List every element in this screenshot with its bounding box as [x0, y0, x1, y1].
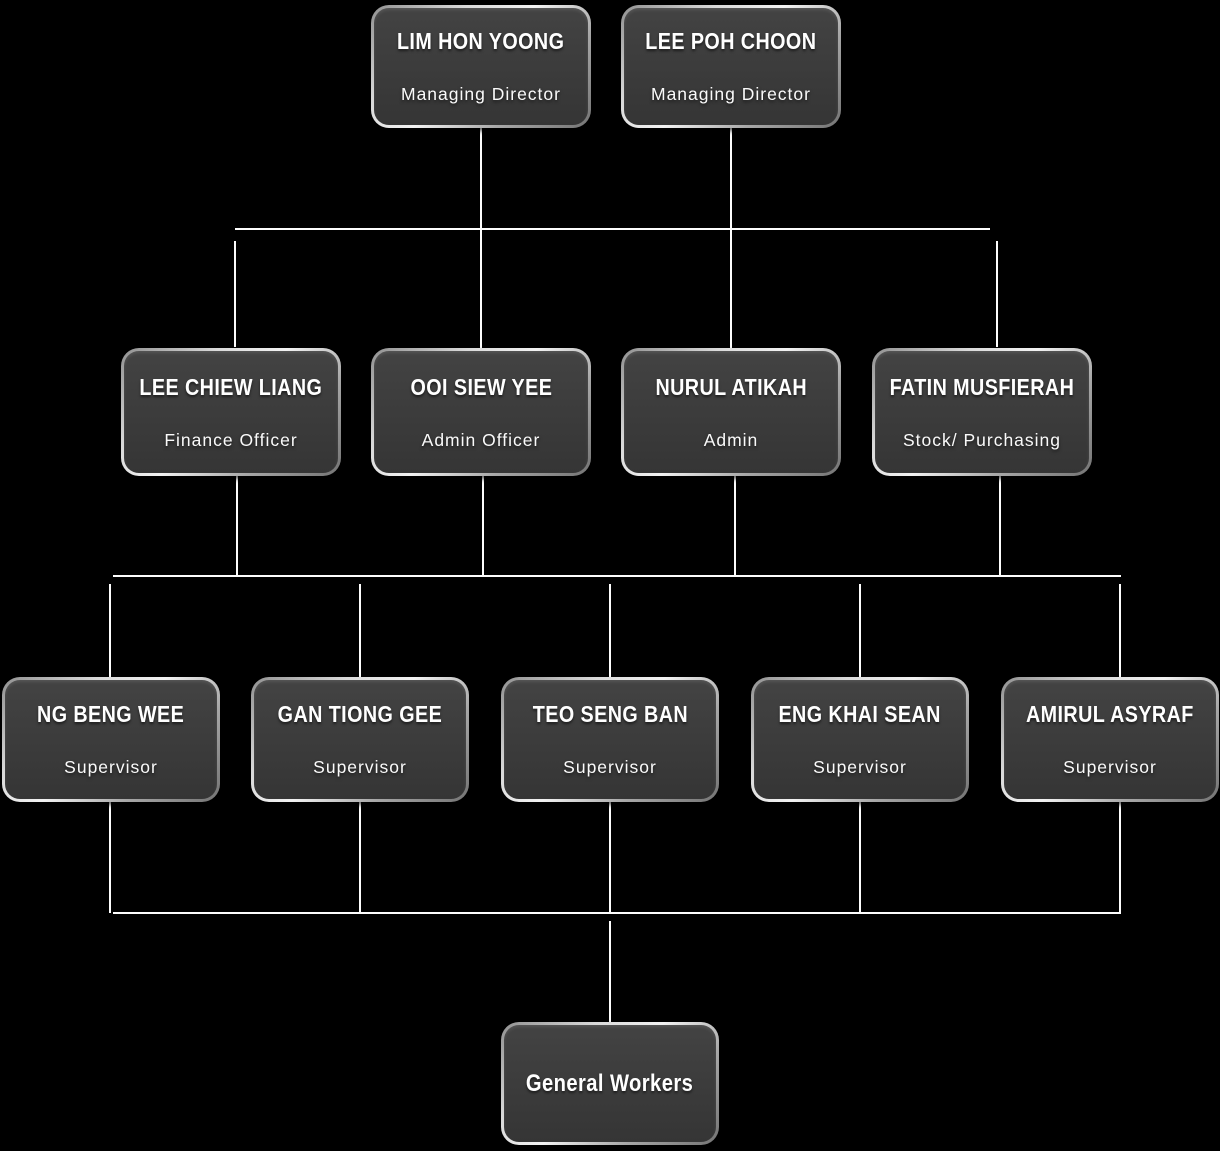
connector-sup5-down: [1119, 802, 1121, 913]
connector-sup3-up: [609, 584, 611, 677]
node-name: AMIRUL ASYRAF: [1026, 701, 1194, 727]
org-node-body: LEE CHIEW LIANG Finance Officer: [124, 351, 338, 473]
org-node-amirul-asyraf: AMIRUL ASYRAF Supervisor: [1001, 677, 1219, 802]
connector-general-workers-up: [609, 921, 611, 1022]
org-node-body: OOI SIEW YEE Admin Officer: [374, 351, 588, 473]
connector-sup1-up: [109, 584, 111, 677]
org-node-teo-seng-ban: TEO SENG BAN Supervisor: [501, 677, 719, 802]
connector-sup1-down: [109, 802, 111, 913]
node-title: Supervisor: [1063, 757, 1157, 777]
connector-admin-down: [734, 476, 736, 576]
node-title: Admin: [703, 429, 759, 450]
connector-sup4-up: [859, 584, 861, 677]
org-node-body: NG BENG WEE Supervisor: [5, 680, 217, 799]
node-name: OOI SIEW YEE: [410, 373, 552, 400]
org-node-body: TEO SENG BAN Supervisor: [504, 680, 716, 799]
connector-stock-down: [999, 476, 1001, 576]
org-node-body: NURUL ATIKAH Admin: [624, 351, 838, 473]
connector-stock-up: [996, 241, 998, 347]
org-node-eng-khai-sean: ENG KHAI SEAN Supervisor: [751, 677, 969, 802]
node-name: LEE POH CHOON: [645, 28, 817, 54]
node-name: FATIN MUSFIERAH: [889, 373, 1075, 400]
connector-sup4-down: [859, 802, 861, 913]
node-title: Stock/ Purchasing: [902, 429, 1062, 450]
connector-admin-officer-up: [480, 230, 482, 348]
org-node-ng-beng-wee: NG BENG WEE Supervisor: [2, 677, 220, 802]
connector-admin-up: [730, 230, 732, 348]
node-title: Supervisor: [313, 757, 407, 777]
org-node-gan-tiong-gee: GAN TIONG GEE Supervisor: [251, 677, 469, 802]
connector-finance-up: [234, 241, 236, 347]
org-node-body: LEE POH CHOON Managing Director: [624, 8, 838, 125]
node-title: Managing Director: [651, 84, 811, 104]
node-title: Supervisor: [563, 757, 657, 777]
node-title: Finance Officer: [164, 429, 298, 450]
connector-sup3-down: [609, 802, 611, 913]
org-node-body: AMIRUL ASYRAF Supervisor: [1004, 680, 1216, 799]
connector-level4-bus: [113, 912, 1121, 914]
node-name: NG BENG WEE: [37, 701, 185, 727]
org-node-body: ENG KHAI SEAN Supervisor: [754, 680, 966, 799]
node-name: TEO SENG BAN: [532, 701, 688, 727]
org-node-body: GAN TIONG GEE Supervisor: [254, 680, 466, 799]
node-name: ENG KHAI SEAN: [778, 701, 942, 727]
org-node-body: General Workers: [504, 1025, 716, 1142]
org-node-body: LIM HON YOONG Managing Director: [374, 8, 588, 125]
connector-sup2-down: [359, 802, 361, 913]
node-title: Managing Director: [401, 84, 561, 104]
connector-level3-bus: [113, 575, 1121, 577]
org-node-body: FATIN MUSFIERAH Stock/ Purchasing: [875, 351, 1089, 473]
connector-md1-down: [480, 128, 482, 229]
org-node-lee-chiew-liang: LEE CHIEW LIANG Finance Officer: [121, 348, 341, 476]
node-name: LIM HON YOONG: [397, 28, 565, 54]
org-node-ooi-siew-yee: OOI SIEW YEE Admin Officer: [371, 348, 591, 476]
connector-md2-down: [730, 128, 732, 229]
node-name: NURUL ATIKAH: [655, 373, 807, 400]
org-node-lee-poh-choon: LEE POH CHOON Managing Director: [621, 5, 841, 128]
node-name: General Workers: [526, 1069, 694, 1097]
org-node-fatin-musfierah: FATIN MUSFIERAH Stock/ Purchasing: [872, 348, 1092, 476]
node-title: Supervisor: [64, 757, 158, 777]
node-name: LEE CHIEW LIANG: [139, 373, 323, 400]
org-node-nurul-atikah: NURUL ATIKAH Admin: [621, 348, 841, 476]
connector-level2-bus: [235, 228, 990, 230]
connector-finance-down: [236, 476, 238, 576]
node-title: Supervisor: [813, 757, 907, 777]
org-node-lim-hon-yoong: LIM HON YOONG Managing Director: [371, 5, 591, 128]
connector-sup5-up: [1119, 584, 1121, 677]
node-name: GAN TIONG GEE: [277, 701, 443, 727]
connector-sup2-up: [359, 584, 361, 677]
node-title: Admin Officer: [421, 429, 541, 450]
connector-admin-officer-down: [482, 476, 484, 576]
org-node-general-workers: General Workers: [501, 1022, 719, 1145]
